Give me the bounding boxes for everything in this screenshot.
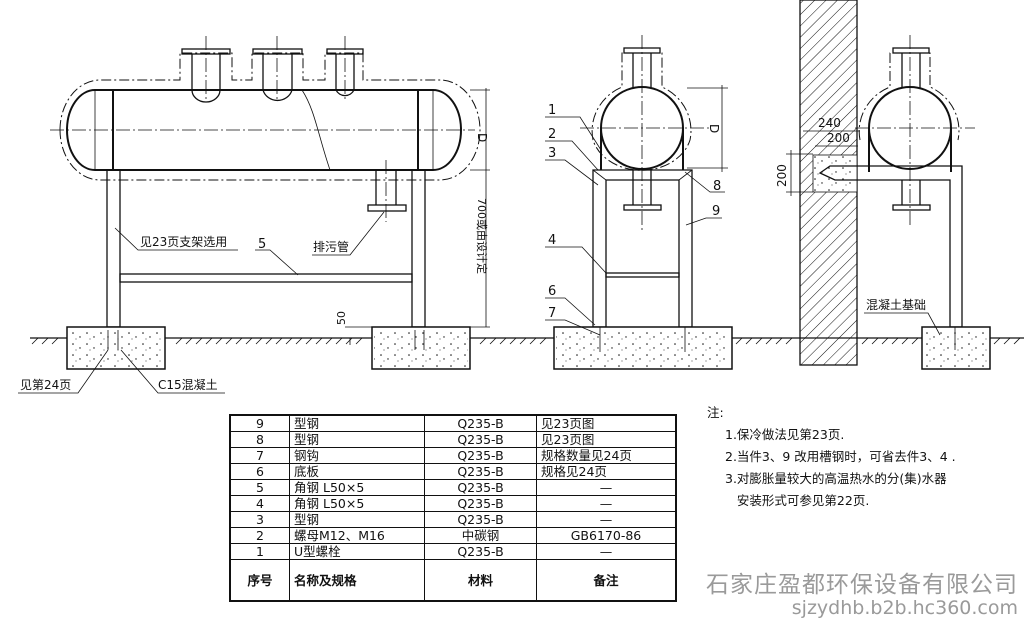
cell-name: 底板 <box>289 463 425 480</box>
cell-no: 9 <box>229 414 290 432</box>
callouts: 1 2 3 4 6 7 8 9 <box>545 103 725 336</box>
note-item: 安装形式可参见第22页. <box>725 493 870 508</box>
cell-name: 型钢 <box>289 414 425 432</box>
callout-8: 8 <box>713 179 721 194</box>
header-remark: 备注 <box>536 559 677 602</box>
dim-height: 700或由设计定 <box>475 198 489 274</box>
callout-1: 1 <box>548 103 556 118</box>
cell-material: Q235-B <box>424 463 537 480</box>
note-item: 2.当件3、9 改用槽钢时，可省去件3、4 . <box>725 449 956 464</box>
label-drain: 排污管 <box>313 239 349 254</box>
label-page24: 见第24页 <box>20 378 71 392</box>
cell-remark: — <box>536 479 677 496</box>
callout-6: 6 <box>548 284 556 299</box>
side-view-floor-stand: D 1 2 3 4 6 7 8 9 <box>545 35 733 370</box>
cell-material: Q235-B <box>424 447 537 464</box>
dim-200-horizontal: 200 <box>827 131 850 145</box>
cell-no: 5 <box>229 479 290 496</box>
cell-remark: 见23页图 <box>536 431 677 448</box>
cell-no: 8 <box>229 431 290 448</box>
cell-material: Q235-B <box>424 414 537 432</box>
drain-pipe <box>367 160 407 222</box>
cell-material: Q235-B <box>424 495 537 512</box>
cell-remark: GB6170-86 <box>536 527 677 544</box>
cell-no: 6 <box>229 463 290 480</box>
side-view-wall-bracket: 240 200 200 混凝土基础 <box>775 0 991 370</box>
label-support: 见23页支架选用 <box>140 235 227 249</box>
cell-name: U型螺栓 <box>289 543 425 560</box>
cell-name: 角钢 L50×5 <box>289 479 425 496</box>
cell-material: Q235-B <box>424 479 537 496</box>
watermark-url: sjzydhb.b2b.hc360.com <box>791 597 1018 619</box>
label-concrete: C15混凝土 <box>158 377 218 392</box>
cell-name: 型钢 <box>289 511 425 528</box>
callout-4: 4 <box>548 233 556 248</box>
cell-remark: 规格见24页 <box>536 463 677 480</box>
callout-7: 7 <box>548 306 556 321</box>
label-foundation: 混凝土基础 <box>866 297 926 312</box>
table-header-row: 序号名称及规格材料备注 <box>229 559 677 602</box>
dim-d: D <box>475 133 489 142</box>
cell-material: 中碳钢 <box>424 527 537 544</box>
cell-remark: — <box>536 495 677 512</box>
header-no: 序号 <box>229 559 290 602</box>
notes-title: 注: <box>707 405 724 420</box>
callout-3: 3 <box>548 146 556 161</box>
cell-no: 1 <box>229 543 290 560</box>
dim-240: 240 <box>818 116 841 130</box>
front-view-collector: D 700或由设计定 50 见23页支架选用 5 排污管 见第24页 C15混凝… <box>18 36 490 394</box>
cell-no: 3 <box>229 511 290 528</box>
cell-name: 型钢 <box>289 431 425 448</box>
note-item: 1.保冷做法见第23页. <box>725 427 845 442</box>
note-item: 3.对膨胀量较大的高温热水的分(集)水器 <box>725 471 947 486</box>
callout-9: 9 <box>712 204 720 219</box>
cell-no: 2 <box>229 527 290 544</box>
cell-remark: 规格数量见24页 <box>536 447 677 464</box>
nozzle <box>181 36 364 103</box>
header-name: 名称及规格 <box>289 559 425 602</box>
dim-d: D <box>707 124 721 133</box>
callout-2: 2 <box>548 127 556 142</box>
cell-material: Q235-B <box>424 511 537 528</box>
cell-name: 钢钩 <box>289 447 425 464</box>
ground-line <box>30 337 1024 345</box>
notes: 注: 1.保冷做法见第23页. 2.当件3、9 改用槽钢时，可省去件3、4 . … <box>707 402 956 512</box>
cell-material: Q235-B <box>424 543 537 560</box>
cell-name: 螺母M12、M16 <box>289 527 425 544</box>
cell-remark: 见23页图 <box>536 414 677 432</box>
cell-remark: — <box>536 511 677 528</box>
support-legs <box>106 90 426 328</box>
cell-remark: — <box>536 543 677 560</box>
watermark-company: 石家庄盈都环保设备有限公司 <box>706 572 1018 598</box>
header-material: 材料 <box>424 559 537 602</box>
cell-no: 7 <box>229 447 290 464</box>
cell-name: 角钢 L50×5 <box>289 495 425 512</box>
dimension-lines <box>345 88 490 345</box>
label-part5: 5 <box>258 237 266 252</box>
dim-50: 50 <box>335 311 348 325</box>
dim-200-vertical: 200 <box>775 164 789 187</box>
watermark: 石家庄盈都环保设备有限公司 sjzydhb.b2b.hc360.com <box>706 572 1018 618</box>
cell-material: Q235-B <box>424 431 537 448</box>
cell-no: 4 <box>229 495 290 512</box>
